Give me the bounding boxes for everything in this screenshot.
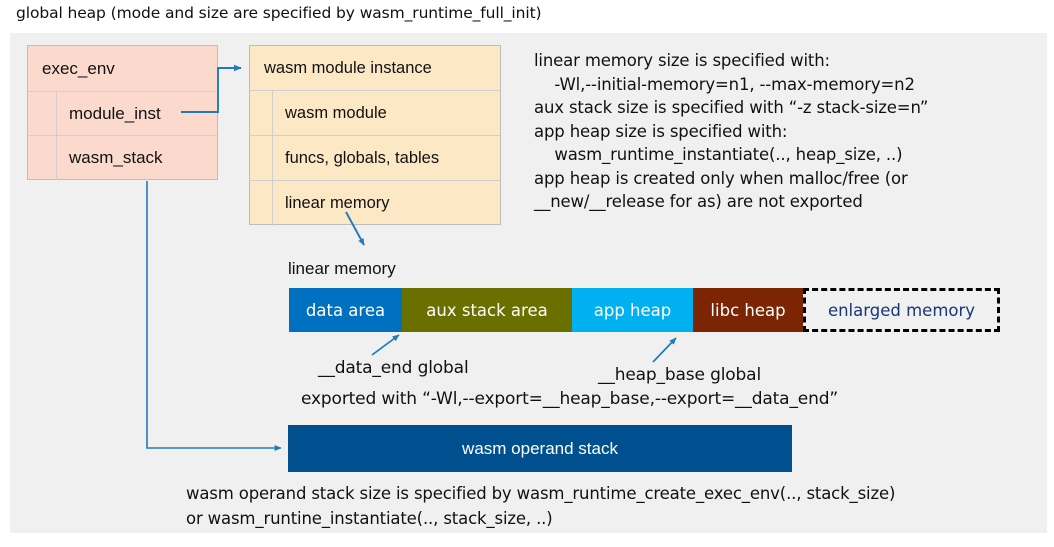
memory-segment-label: aux stack area	[426, 300, 548, 320]
wasm-operand-stack-box: wasm operand stack	[288, 425, 792, 472]
wasm-module-instance-box: wasm module instance wasm module funcs, …	[249, 45, 501, 226]
row-gutter	[28, 136, 57, 180]
exec-env-field-label: wasm_stack	[69, 148, 163, 167]
memory-segment-label: data area	[305, 300, 386, 320]
memory-segment-enlarged-memory: enlarged memory	[803, 288, 1000, 332]
operand-stack-notes: wasm operand stack size is specified by …	[186, 484, 896, 528]
exec-env-field-label: module_inst	[69, 103, 161, 123]
annotation-exported-with: exported with “-Wl,--export=__heap_base,…	[301, 389, 839, 409]
memory-segment-libc-heap: libc heap	[693, 288, 803, 332]
module-instance-field-wasm-module: wasm module	[250, 91, 500, 136]
memory-segment-aux-stack-area: aux stack area	[402, 288, 572, 332]
exec-env-box: exec_env module_inst wasm_stack	[27, 45, 218, 180]
page-title: global heap (mode and size are specified…	[16, 4, 542, 22]
exec-env-field-wasm-stack: wasm_stack	[28, 136, 217, 180]
exec-env-header-label: exec_env	[42, 58, 115, 78]
module-instance-field-label: wasm module	[285, 103, 387, 122]
row-gutter	[250, 91, 273, 135]
linear-memory-notes: linear memory size is specified with: -W…	[534, 51, 929, 211]
linear-memory-caption: linear memory	[288, 259, 396, 278]
row-gutter	[250, 181, 273, 226]
memory-segment-data-area: data area	[289, 288, 402, 332]
module-instance-field-label: linear memory	[285, 194, 390, 212]
module-instance-header-label: wasm module instance	[264, 58, 432, 77]
annotation-data-end: __data_end global	[318, 358, 469, 378]
module-instance-field-linear-memory: linear memory	[250, 181, 500, 226]
memory-segment-label: enlarged memory	[827, 300, 976, 320]
memory-segment-app-heap: app heap	[572, 288, 693, 332]
memory-segment-label: libc heap	[710, 300, 786, 320]
row-gutter	[28, 92, 57, 135]
module-instance-field-funcs-globals-tables: funcs, globals, tables	[250, 136, 500, 181]
exec-env-field-module-inst: module_inst	[28, 92, 217, 136]
linear-memory-bar: data area aux stack area app heap libc h…	[289, 288, 1000, 332]
annotation-heap-base: __heap_base global	[598, 365, 762, 385]
wasm-operand-stack-label: wasm operand stack	[462, 438, 618, 458]
exec-env-header-row: exec_env	[28, 46, 217, 92]
row-gutter	[250, 136, 273, 180]
module-instance-header-row: wasm module instance	[250, 46, 500, 91]
module-instance-field-label: funcs, globals, tables	[285, 148, 440, 167]
memory-segment-label: app heap	[593, 300, 672, 320]
